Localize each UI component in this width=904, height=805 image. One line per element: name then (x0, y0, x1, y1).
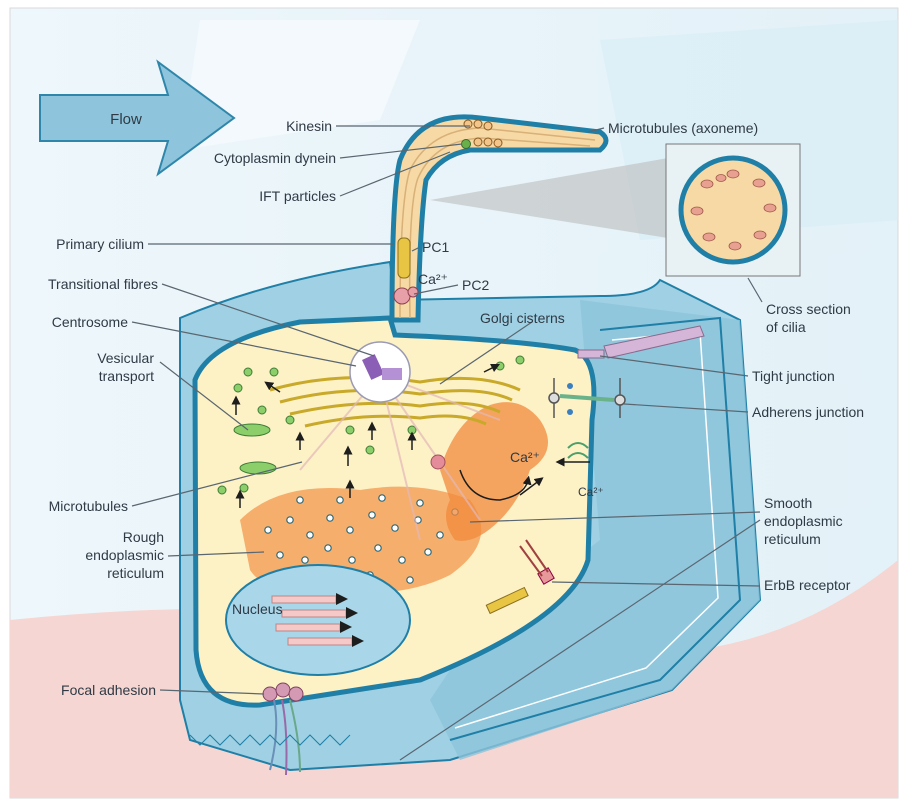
cytoplasmin-dynein-label: Cytoplasmin dynein (214, 150, 336, 166)
pc1-shape (398, 238, 410, 278)
cross-section-label-2: of cilia (766, 319, 806, 335)
microtubules-label: Microtubules (49, 498, 128, 514)
rough-er-label-3: reticulum (107, 565, 164, 581)
smooth-er-label-2: endoplasmic (764, 513, 843, 529)
ca2-label-er: Ca²⁺ (510, 449, 540, 465)
ift-particles-label: IFT particles (259, 188, 336, 204)
focal-adhesion-label: Focal adhesion (61, 682, 156, 698)
ip3-receptor (431, 455, 445, 469)
ca2-label-membrane: Ca²⁺ (578, 485, 604, 499)
pc2-shape-b (408, 287, 418, 297)
golgi-cisterns-label: Golgi cisterns (480, 310, 565, 326)
tight-junction-shape (578, 350, 604, 358)
centriole-2 (382, 368, 402, 380)
cross-section-label-1: Cross section (766, 301, 851, 317)
nucleus (226, 565, 410, 675)
dynein-motor (462, 140, 471, 149)
tight-junction-label: Tight junction (752, 368, 835, 384)
ca2-label-cilium: Ca²⁺ (418, 271, 448, 287)
pc2-label: PC2 (462, 277, 489, 293)
rough-er-label-1: Rough (123, 529, 164, 545)
flow-label: Flow (110, 111, 142, 128)
microtubules-axoneme-label: Microtubules (axoneme) (608, 120, 758, 136)
erbb-receptor-label: ErbB receptor (764, 577, 851, 593)
centrosome-label: Centrosome (52, 314, 128, 330)
transitional-fibres-label: Transitional fibres (48, 276, 158, 292)
pc1-label: PC1 (422, 239, 449, 255)
pc2-shape (394, 288, 410, 304)
vesicular-transport-label-2: transport (99, 368, 154, 384)
smooth-er-label-3: reticulum (764, 531, 821, 547)
rough-er-label-2: endoplasmic (85, 547, 164, 563)
vesicular-transport-label-1: Vesicular (97, 350, 154, 366)
primary-cilium-label: Primary cilium (56, 236, 144, 252)
kinesin-label: Kinesin (286, 118, 332, 134)
adherens-junction-label: Adherens junction (752, 404, 864, 420)
smooth-er-label-1: Smooth (764, 495, 812, 511)
nucleus-label: Nucleus (232, 601, 283, 617)
